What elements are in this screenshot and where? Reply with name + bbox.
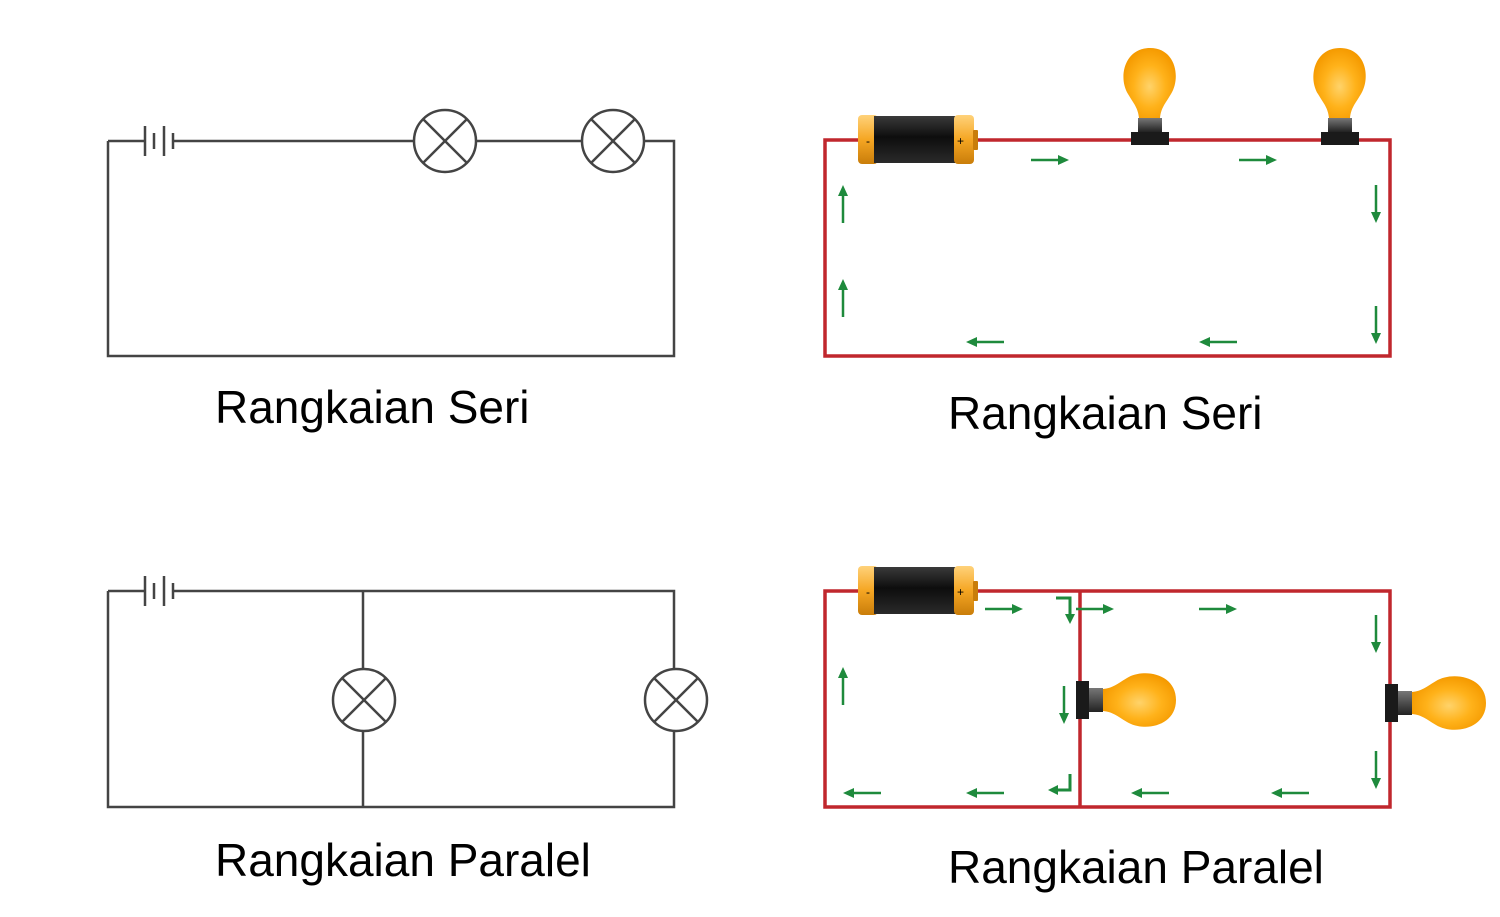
light-bulb-icon (1076, 673, 1176, 727)
battery-symbol-icon (143, 576, 175, 606)
circuit-wire (823, 138, 1392, 358)
battery-icon: - + (858, 115, 978, 164)
battery-negative-terminal: - (866, 585, 870, 599)
battery-positive-terminal: + (957, 585, 964, 599)
arrow-icon (1199, 604, 1237, 614)
caption-parallel-schematic: Rangkaian Paralel (215, 834, 591, 886)
arrow-icon (1371, 185, 1381, 223)
arrow-icon (843, 788, 881, 798)
schematic-wire (106, 139, 676, 358)
arrow-icon (838, 279, 848, 317)
light-bulb-icon (1123, 48, 1176, 145)
caption-series-schematic: Rangkaian Seri (215, 381, 530, 433)
arrow-icon (1131, 788, 1169, 798)
arrow-icon (838, 667, 848, 705)
light-bulb-icon (1313, 48, 1366, 145)
caption-series-pictorial: Rangkaian Seri (948, 387, 1263, 439)
battery-positive-terminal: + (957, 134, 964, 148)
arrow-icon (1076, 604, 1114, 614)
battery-symbol-icon (143, 126, 175, 156)
arrow-icon (1371, 615, 1381, 653)
arrow-icon (1371, 751, 1381, 789)
arrow-icon (1239, 155, 1277, 165)
parallel-pictorial: - + (823, 566, 1486, 809)
arrow-icon (1048, 774, 1072, 795)
arrow-icon (1056, 596, 1075, 624)
arrow-icon (1199, 337, 1237, 347)
battery-icon: - + (858, 566, 978, 615)
arrow-icon (1271, 788, 1309, 798)
arrow-icon (1031, 155, 1069, 165)
arrow-icon (985, 604, 1023, 614)
arrow-icon (1059, 686, 1069, 724)
parallel-schematic (106, 576, 709, 809)
lamp-symbol-icon (580, 108, 646, 174)
schematic-wire (106, 589, 676, 809)
current-arrows (838, 155, 1381, 798)
battery-negative-terminal: - (866, 134, 870, 148)
arrow-icon (966, 337, 1004, 347)
arrow-icon (1371, 306, 1381, 344)
series-pictorial: - + (823, 48, 1392, 358)
lamp-symbol-icon (331, 667, 397, 733)
caption-parallel-pictorial: Rangkaian Paralel (948, 841, 1324, 893)
series-schematic (106, 108, 676, 358)
lamp-symbol-icon (643, 667, 709, 733)
arrow-icon (966, 788, 1004, 798)
light-bulb-icon (1385, 676, 1486, 730)
lamp-symbol-icon (412, 108, 478, 174)
arrow-icon (838, 185, 848, 223)
